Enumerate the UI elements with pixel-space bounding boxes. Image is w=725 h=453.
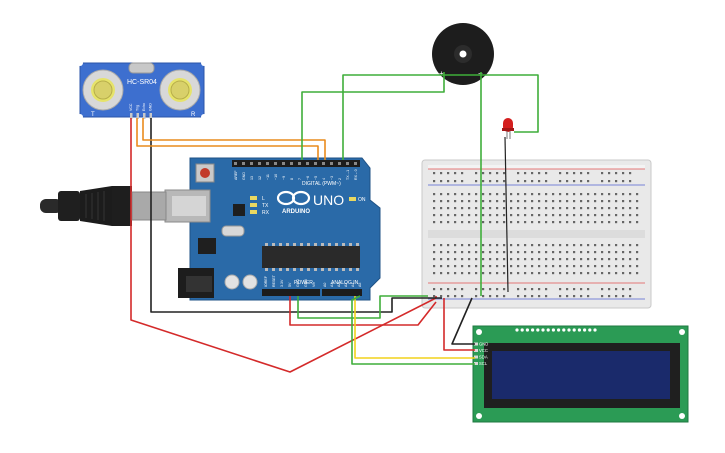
breadboard: [421, 159, 652, 309]
arduino-brand: ARDUINO: [282, 209, 310, 215]
sensor-pin-label: Trig: [136, 105, 140, 111]
sensor-pin-label: GND: [149, 103, 153, 111]
sensor-model: HC-SR04: [127, 79, 157, 86]
lcd-pin-label: SDA: [479, 355, 488, 360]
digital-pin-label: 8: [290, 178, 294, 180]
wire-buzzer-plus: [301, 72, 445, 160]
lcd-pin: [474, 355, 478, 359]
power-pin-label: RESET: [272, 274, 276, 287]
digital-pin-label: ~9: [282, 176, 286, 180]
digital-pin-label: 13: [250, 176, 254, 180]
lcd-pin: [474, 349, 478, 352]
arduino-model: UNO: [313, 192, 344, 208]
power-pin-label: IOREF: [264, 275, 268, 287]
digital-pin-label: TX→1: [346, 170, 350, 180]
analog-pin-label: A2: [337, 283, 341, 287]
digital-label: DIGITAL (PWM~): [302, 181, 341, 187]
led-tx-label: TX: [262, 203, 269, 209]
digital-pin-label: 2: [338, 178, 342, 180]
led-on-label: ON: [358, 197, 366, 203]
arduino-logo-icon: [276, 190, 311, 206]
wire-led-gnd: [504, 136, 509, 293]
sensor-pin-label: VCC: [129, 103, 133, 111]
digital-pin-label: GND: [242, 172, 246, 180]
digital-pin-label: ~11: [266, 174, 270, 180]
digital-pin-label: RX←0: [354, 169, 358, 180]
wire-led: [342, 74, 539, 160]
wire-5v: [289, 296, 437, 326]
wire-lcd-gnd: [451, 297, 475, 345]
lcd-pin: [474, 342, 478, 346]
lcd-pin: [474, 362, 478, 365]
digital-pin-label: ~6: [306, 176, 310, 180]
power-pin-label: Vin: [312, 282, 316, 287]
digital-pin-label: ~3: [330, 176, 334, 180]
buzzer-plus: +: [439, 69, 444, 78]
power-header: [262, 289, 320, 296]
wire-gnd: [297, 295, 428, 319]
digital-pin-label: ~5: [314, 176, 318, 180]
sensor-pin: [136, 113, 139, 119]
digital-pin-label: AREF: [234, 170, 238, 180]
digital-pin-label: ~10: [274, 174, 278, 180]
red-led: [502, 118, 514, 139]
power-pin-label: 5V: [288, 282, 292, 287]
analog-header: [322, 289, 362, 296]
wire-echo: [142, 118, 326, 160]
analog-pin-label: A1: [330, 283, 334, 287]
wire-lcd-vcc: [443, 298, 475, 351]
breadboard-holes: [433, 172, 639, 298]
sensor-pin: [143, 113, 146, 119]
power-pin-label: GND: [296, 279, 300, 287]
sensor-t-mark: T: [91, 112, 95, 118]
wire-sda: [354, 296, 475, 359]
usb-cable: [40, 186, 167, 226]
sensor-r-mark: R: [191, 112, 196, 118]
lcd-pin-label: SCL: [479, 361, 488, 366]
power-pin-label: GND: [304, 279, 308, 287]
digital-header: [232, 160, 360, 167]
digital-pin-label: 4: [322, 178, 326, 180]
wire-trig: [136, 118, 319, 160]
wires: [130, 72, 539, 373]
lcd-pin-label: GND: [479, 342, 488, 347]
wire-sensor-gnd: [150, 118, 442, 313]
analog-pin-label: A0: [323, 283, 327, 287]
piezo-buzzer: + −: [432, 23, 494, 85]
lcd-screen: [492, 351, 670, 399]
analog-pin-label: A3: [344, 283, 348, 287]
analog-label: ANALOG IN: [331, 280, 359, 286]
power-pin-label: 3.3V: [280, 279, 284, 287]
atmega-chip: [262, 246, 360, 268]
sensor-pin: [130, 113, 133, 119]
arduino-uno: L TX RX ON ARDUINO UNO DIGITAL (PWM~) PO…: [164, 157, 381, 301]
wire-scl: [351, 295, 475, 365]
digital-pin-label: 7: [298, 178, 302, 180]
analog-pin-label: A5: [358, 283, 362, 287]
analog-pin-label: A4: [351, 283, 355, 287]
led-l-label: L: [262, 196, 265, 202]
digital-pin-label: 12: [258, 176, 262, 180]
sensor-pin: [149, 113, 152, 119]
sensor-pin-label: Echo: [142, 103, 146, 111]
led-rx-label: RX: [262, 210, 270, 216]
lcd-i2c-module: [472, 325, 689, 423]
lcd-pin-label: VCC: [479, 348, 488, 353]
power-label: POWER: [294, 280, 313, 286]
